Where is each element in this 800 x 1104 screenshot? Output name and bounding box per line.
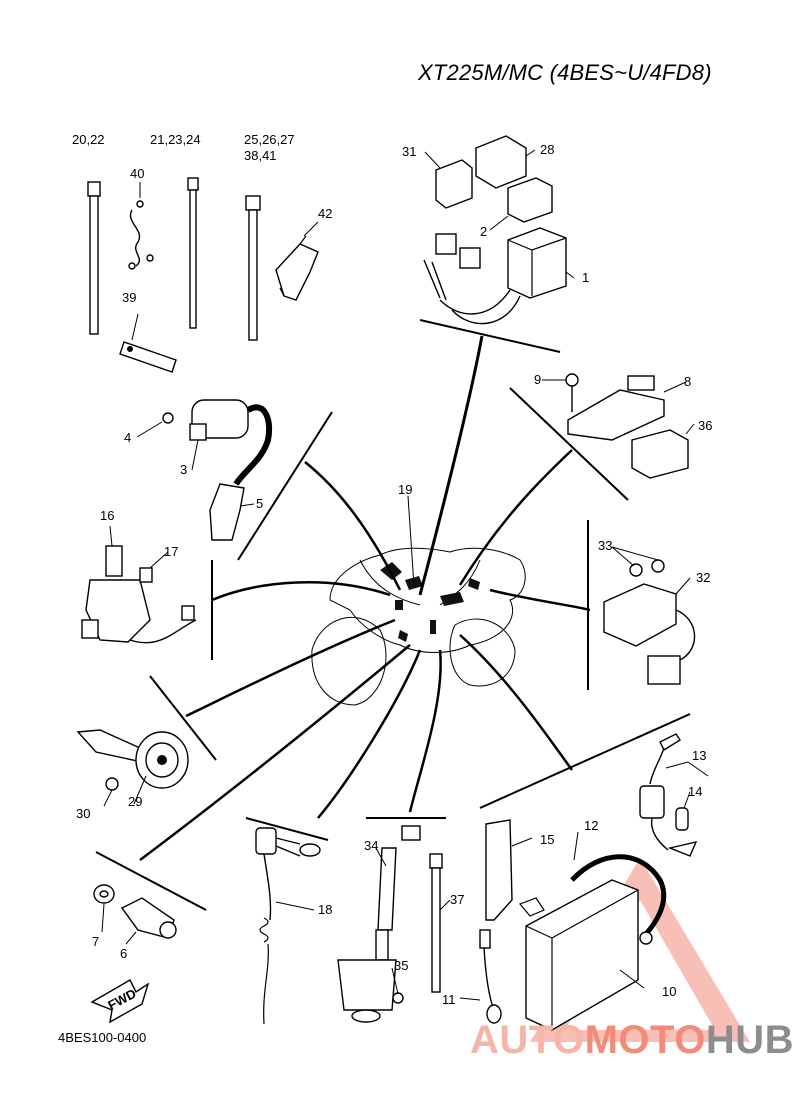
watermark-hub: HUB [705,1018,795,1062]
hose-34 [377,825,421,931]
label-34: 34 [364,838,378,853]
fuse-holder-13 [639,733,698,857]
connector-2 [507,177,553,223]
fwd-arrow: FWD [90,979,150,1024]
label-8: 8 [684,374,691,389]
label-19: 19 [398,482,412,497]
part-labels: 1 2 3 4 5 6 7 8 9 10 11 12 13 14 15 16 1… [72,132,712,1007]
label-32: 32 [696,570,710,585]
screw-9 [565,373,579,412]
watermark-moto: MOTO [584,1018,706,1062]
starter-relay-32 [603,559,696,685]
label-35: 35 [394,958,408,973]
section-borders [95,319,691,911]
relay-31 [435,159,473,209]
sensor-6 [120,897,177,939]
label-21-24: 21,23,24 [150,132,201,147]
relay-28 [475,135,527,189]
diagram-part-number: 4BES100-0400 [58,1030,147,1045]
battery-lead-12 [570,854,667,945]
relay-36 [631,429,689,479]
fuse-14 [675,807,689,831]
label-18: 18 [318,902,332,917]
label-16: 16 [100,508,114,523]
label-2: 2 [480,224,487,239]
rectifier-regulator-8 [567,375,665,441]
label-4: 4 [124,430,131,445]
cable-tie-21-24 [187,177,199,329]
plug-cap-5 [209,483,245,541]
ignition-coil-3 [162,399,272,486]
diagram-title: XT225M/MC (4BES~U/4FD8) [418,60,712,85]
bracket-42 [275,235,319,301]
main-switch-16 [81,545,197,644]
breather-hose-11 [479,929,502,1024]
battery-10 [518,879,639,1031]
clip-40 [128,200,154,270]
label-42: 42 [318,206,332,221]
watermark-brand: AUTOMOTOHUB [470,1018,794,1063]
terminal-39 [119,341,177,373]
watermark-auto: AUTO [470,1018,585,1062]
label-38-41: 38,41 [244,148,277,163]
label-28: 28 [540,142,554,157]
horn-29 [76,729,189,791]
callout-lines [101,149,709,1001]
label-13: 13 [692,748,706,763]
label-5: 5 [256,496,263,511]
leader-lines [139,335,591,861]
label-30: 30 [76,806,90,821]
label-10: 10 [662,984,676,999]
label-39: 39 [122,290,136,305]
label-6: 6 [120,946,127,961]
label-25-27: 25,26,27 [244,132,295,147]
valve-assembly [337,929,404,1023]
label-1: 1 [582,270,589,285]
motorcycle-frame [311,547,526,706]
label-29: 29 [128,794,142,809]
label-31: 31 [402,144,416,159]
cable-tie-37 [429,853,443,993]
battery-band-15 [485,819,513,921]
label-20-22: 20,22 [72,132,105,147]
label-37: 37 [450,892,464,907]
label-15: 15 [540,832,554,847]
cable-tie-20-22 [87,181,101,335]
neutral-switch-18 [255,827,321,1025]
label-14: 14 [688,784,702,799]
label-40: 40 [130,166,144,181]
label-17: 17 [164,544,178,559]
cdi-unit-1 [423,227,567,325]
label-3: 3 [180,462,187,477]
label-12: 12 [584,818,598,833]
label-36: 36 [698,418,712,433]
label-33: 33 [598,538,612,553]
label-9: 9 [534,372,541,387]
label-11: 11 [442,992,456,1007]
cable-tie-25-27 [245,195,261,341]
washer-7 [93,884,115,904]
label-7: 7 [92,934,99,949]
